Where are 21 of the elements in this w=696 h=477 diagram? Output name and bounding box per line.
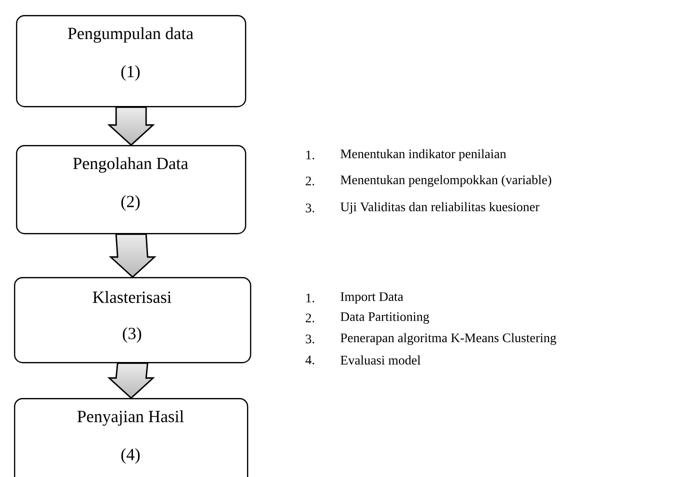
list-item-text: Data Partitioning — [340, 312, 430, 324]
list-item-text: 1. — [306, 294, 314, 302]
block-arrow — [107, 362, 155, 399]
process-box: Pengumpulan data (1) — [16, 15, 246, 108]
process-box: Penyajian Hasil (4) — [14, 398, 248, 477]
list-item-text: Menentukan indikator penilaian — [340, 149, 506, 161]
list-item-text: 2. — [306, 176, 314, 186]
list-item-text: 3. — [306, 204, 314, 212]
block-arrow — [108, 234, 156, 278]
list-item-text: Uji Validitas dan reliabilitas kuesioner — [340, 202, 540, 214]
list-item-text: Menentukan pengelompokkan (variable) — [340, 175, 552, 187]
process-box: Pengolahan Data (2) — [16, 145, 246, 234]
list-item-text: 2. — [306, 314, 314, 322]
list-item-text: Evaluasi model — [340, 355, 420, 365]
list-item-text: 4. — [305, 356, 314, 364]
list-item-text: Import Data — [340, 292, 404, 304]
process-box: Klasterisasi (3) — [14, 277, 252, 364]
block-arrow — [107, 106, 155, 146]
list-item-text: 3. — [306, 334, 314, 344]
list-item-text: Penerapan algoritma K-Means Clustering — [340, 333, 556, 345]
list-item-text: 1. — [306, 150, 314, 160]
